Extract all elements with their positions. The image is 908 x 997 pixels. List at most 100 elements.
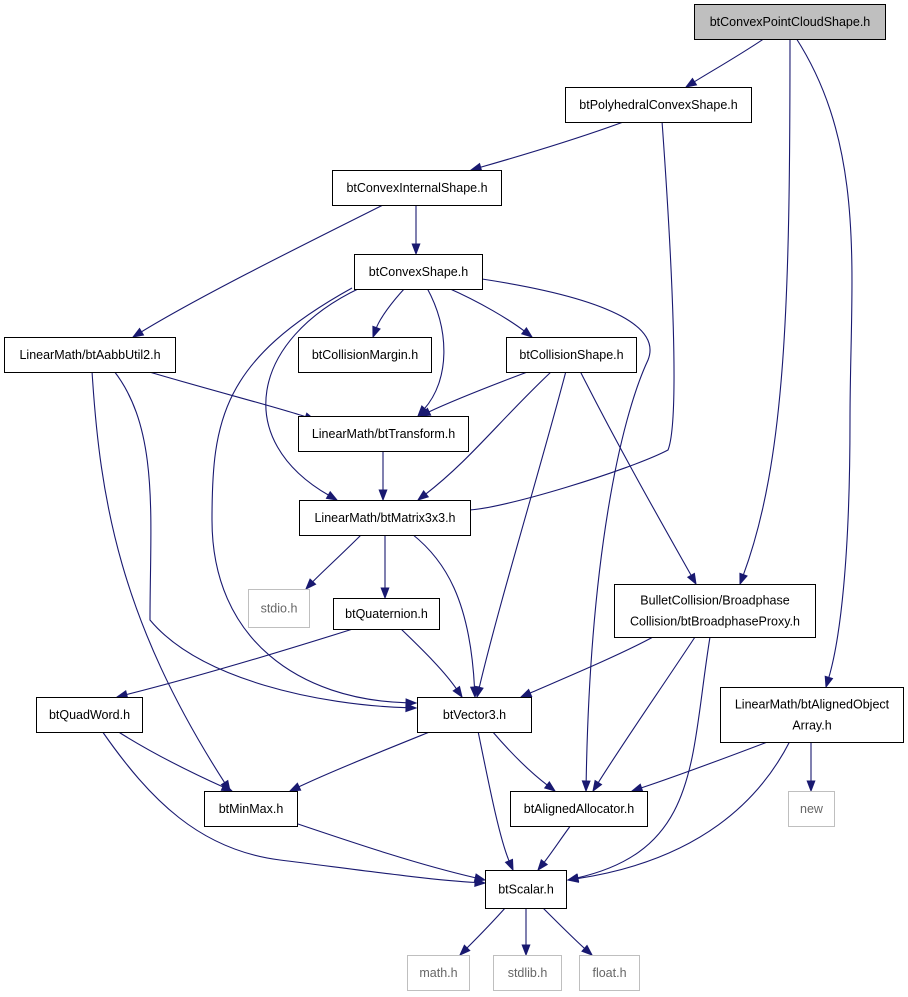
node-label: BulletCollision/Broadphase [640, 594, 789, 608]
edge-vec-to-scalar [477, 730, 514, 872]
node-label: btCollisionShape.h [519, 348, 623, 362]
node-colsh[interactable]: btCollisionShape.h [506, 337, 637, 373]
node-box [333, 598, 440, 630]
edge-bp-to-vec [519, 636, 654, 698]
node-tr[interactable]: LinearMath/btTransform.h [298, 416, 469, 452]
arrowhead [566, 873, 580, 883]
arrowhead [411, 243, 421, 256]
arrowhead [405, 703, 418, 713]
edge-mm-to-scalar [294, 822, 487, 883]
edge-bp-to-alloc [592, 636, 696, 793]
edge-line [541, 906, 586, 950]
edge-aabb-to-vec [113, 370, 418, 713]
edge-bp-to-scalar [566, 636, 711, 883]
arrowhead [220, 782, 234, 792]
node-mat[interactable]: LinearMath/btMatrix3x3.h [299, 500, 471, 536]
node-bp[interactable]: BulletCollision/BroadphaseCollision/btBr… [614, 584, 816, 638]
node-label: stdlib.h [508, 966, 548, 980]
edge-cis-to-cs [411, 203, 421, 256]
node-label: btQuadWord.h [49, 708, 130, 722]
edge-line [576, 740, 791, 880]
node-box [506, 337, 637, 373]
edge-line [411, 533, 476, 689]
node-box [579, 955, 640, 991]
arrowhead [824, 675, 834, 689]
edge-line [491, 730, 549, 786]
edge-line [427, 370, 531, 413]
node-label: LinearMath/btTransform.h [312, 427, 455, 441]
node-label: btAlignedAllocator.h [524, 802, 635, 816]
edge-cis-to-aabb [131, 203, 386, 338]
edge-aoa-to-alloc [630, 740, 771, 792]
arrowhead [519, 688, 533, 698]
node-label: btConvexShape.h [369, 265, 468, 279]
arrowhead [418, 407, 432, 417]
node-label: Array.h [792, 719, 831, 733]
arrowhead [630, 783, 644, 792]
node-label: new [800, 802, 824, 816]
node-label: btPolyhedralConvexShape.h [579, 98, 737, 112]
node-box [565, 87, 752, 123]
edge-scalar-to-float [541, 906, 594, 956]
node-mm[interactable]: btMinMax.h [204, 791, 298, 827]
node-cm[interactable]: btCollisionMargin.h [298, 337, 432, 373]
arrowhead [581, 944, 594, 956]
node-box [485, 870, 567, 909]
node-box [720, 687, 904, 743]
edge-cs-to-alloc [481, 278, 651, 793]
arrowhead [378, 489, 388, 502]
edge-colsh-to-vec [475, 370, 567, 699]
edge-line [693, 37, 766, 83]
node-alloc[interactable]: btAlignedAllocator.h [510, 791, 648, 827]
node-cpcs[interactable]: btConvexPointCloudShape.h [694, 4, 886, 40]
node-box [493, 955, 562, 991]
node-qw[interactable]: btQuadWord.h [36, 697, 143, 733]
node-label: math.h [419, 966, 457, 980]
edge-mat-to-quat [380, 534, 390, 600]
arrowhead [806, 780, 816, 793]
edge-line [479, 120, 627, 169]
node-label: btMinMax.h [219, 802, 284, 816]
arrowhead [686, 572, 697, 586]
edge-line [742, 37, 791, 576]
node-box [614, 584, 816, 638]
node-aabb[interactable]: LinearMath/btAabbUtil2.h [4, 337, 176, 373]
arrowhead [325, 490, 339, 501]
edge-cs-to-mat [265, 287, 361, 501]
edge-scalar-to-stdlib [521, 907, 531, 957]
edge-colsh-to-bp [579, 370, 697, 586]
arrowhead [581, 780, 591, 793]
arrowhead [452, 685, 463, 699]
edge-pcs-to-cis [469, 120, 627, 172]
node-scalar[interactable]: btScalar.h [485, 870, 567, 909]
edge-line [477, 730, 510, 862]
node-box [332, 170, 502, 206]
edge-line [145, 370, 307, 418]
node-quat[interactable]: btQuaternion.h [333, 598, 440, 630]
edge-cs-to-colsh [447, 287, 534, 338]
edge-alloc-to-scalar [537, 824, 572, 872]
arrowhead [592, 779, 603, 793]
arrowhead [288, 782, 302, 792]
arrowhead [372, 325, 381, 339]
arrowhead [473, 873, 487, 883]
edge-scalar-to-math [459, 906, 507, 956]
node-cis[interactable]: btConvexInternalShape.h [332, 170, 502, 206]
edge-line [140, 203, 386, 333]
node-pcs[interactable]: btPolyhedralConvexShape.h [565, 87, 752, 123]
node-label: Collision/btBroadphaseProxy.h [630, 615, 800, 629]
dependency-edges [91, 37, 853, 957]
node-cs[interactable]: btConvexShape.h [354, 254, 483, 290]
edge-line [125, 627, 357, 696]
edge-line [311, 533, 363, 583]
edge-colsh-to-tr [418, 370, 531, 417]
node-label: btScalar.h [498, 883, 554, 897]
arrowhead [684, 77, 698, 88]
edge-colsh-to-mat [416, 370, 553, 501]
edge-line [447, 287, 526, 332]
edge-vec-to-alloc [491, 730, 557, 792]
edge-line [116, 730, 225, 788]
node-vec[interactable]: btVector3.h [417, 697, 532, 733]
node-label: LinearMath/btAabbUtil2.h [19, 348, 160, 362]
